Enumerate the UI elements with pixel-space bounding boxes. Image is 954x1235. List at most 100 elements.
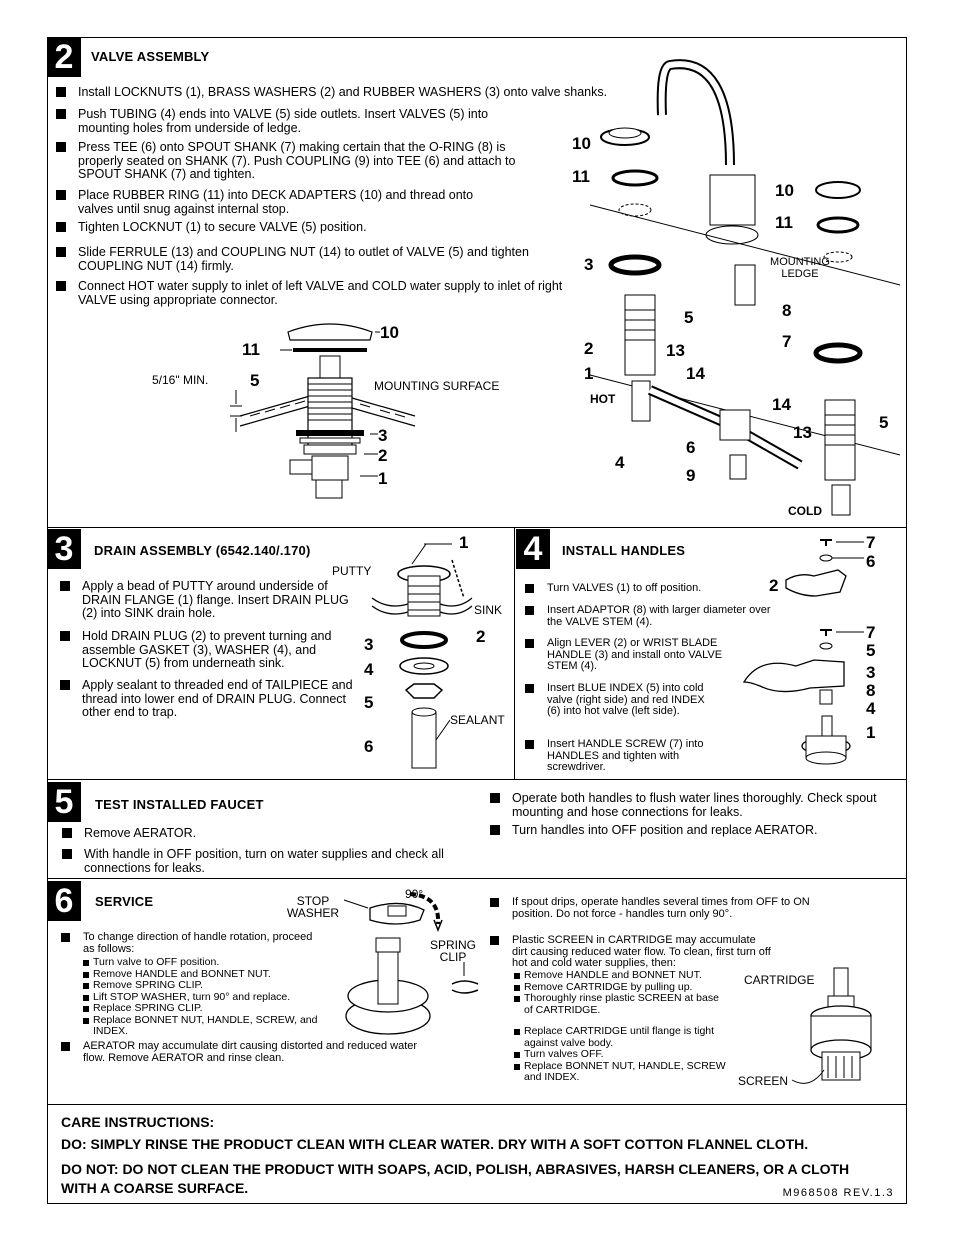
instruction: With handle in OFF position, turn on wat… [62, 847, 464, 875]
part-number: 7 [782, 332, 792, 351]
part-number: 1 [378, 469, 388, 488]
instruction: Insert BLUE INDEX (5) into cold valve (r… [525, 682, 717, 718]
part-number: 11 [242, 340, 260, 359]
section-title: SERVICE [95, 894, 154, 909]
hot-label: HOT [590, 392, 616, 406]
instruction: Press TEE (6) onto SPOUT SHANK (7) makin… [56, 140, 548, 182]
screen-steps: Replace CARTRIDGE until flange is tight … [514, 1025, 744, 1084]
divider [47, 527, 907, 528]
drain-assembly-diagram [371, 543, 473, 769]
part-number: 5 [684, 308, 694, 327]
instruction: Install LOCKNUTS (1), BRASS WASHERS (2) … [56, 85, 638, 100]
divider [47, 779, 907, 780]
part-number: 5 [250, 371, 260, 390]
instruction: Plastic SCREEN in CARTRIDGE may accumula… [490, 934, 771, 969]
valve-mounting-diagram [230, 323, 416, 499]
document-code: M968508 REV.1.3 [782, 1187, 894, 1199]
rotation-steps: Turn valve to OFF position. Remove HANDL… [83, 956, 333, 1038]
screen-steps: Remove HANDLE and BONNET NUT. Remove CAR… [514, 969, 724, 1016]
mounting-ledge-label: MOUNTING LEDGE [770, 256, 830, 280]
divider [47, 1104, 907, 1105]
part-number: 5 [879, 413, 889, 432]
part-number: 1 [584, 364, 594, 383]
part-number: 6 [866, 552, 876, 571]
instruction: If spout drips, operate handles several … [490, 896, 852, 920]
part-number: 10 [572, 134, 591, 153]
part-number: 9 [686, 466, 696, 485]
sink-label: SINK [474, 603, 503, 617]
section-title: INSTALL HANDLES [562, 543, 686, 558]
instruction: Apply a bead of PUTTY around underside o… [60, 579, 354, 621]
part-number: 7 [866, 623, 876, 642]
part-number: 3 [866, 663, 876, 682]
screen-step: Thoroughly rinse plastic SCREEN at base … [514, 992, 724, 1016]
part-number: 10 [380, 323, 399, 342]
cold-label: COLD [788, 504, 822, 518]
instruction: Push TUBING (4) ends into VALVE (5) side… [56, 107, 508, 135]
part-number: 11 [572, 167, 590, 186]
part-number: 14 [686, 364, 705, 383]
part-number: 6 [686, 438, 696, 457]
section-title: VALVE ASSEMBLY [91, 49, 210, 64]
degree-label: 90° [405, 887, 424, 901]
part-number: 2 [378, 446, 388, 465]
screen-step: Replace BONNET NUT, HANDLE, SCREW and IN… [514, 1060, 744, 1084]
handle-assembly-diagram [742, 539, 864, 765]
instruction: To change direction of handle rotation, … [61, 931, 313, 955]
part-number: 1 [866, 723, 876, 742]
part-number: 2 [476, 627, 486, 646]
screen-step: Remove HANDLE and BONNET NUT. [514, 969, 724, 982]
part-number: 5 [866, 641, 876, 660]
part-number: 4 [364, 660, 374, 679]
rotation-step: Replace BONNET NUT, HANDLE, SCREW, and I… [83, 1014, 333, 1038]
instruction: Operate both handles to flush water line… [490, 791, 892, 819]
section-title: TEST INSTALLED FAUCET [95, 797, 264, 812]
instruction: Connect HOT water supply to inlet of lef… [56, 279, 568, 307]
part-number: 13 [666, 341, 685, 360]
divider [47, 878, 907, 879]
section-number: 2 [47, 37, 81, 77]
instruction: Align LEVER (2) or WRIST BLADE HANDLE (3… [525, 637, 747, 673]
rotation-step: Remove SPRING CLIP. [83, 979, 333, 992]
spring-clip-label: SPRING CLIP [429, 938, 476, 964]
instruction: Insert HANDLE SCREW (7) into HANDLES and… [525, 738, 727, 774]
part-number: 3 [364, 635, 374, 654]
instruction: AERATOR may accumulate dirt causing dist… [61, 1040, 423, 1064]
section-number: 5 [47, 782, 81, 822]
part-number: 8 [866, 681, 876, 700]
part-number: 3 [378, 426, 388, 445]
part-number: 4 [866, 699, 876, 718]
screen-step: Replace CARTRIDGE until flange is tight … [514, 1025, 744, 1049]
cartridge-diagram [791, 967, 872, 1084]
stop-washer-label: STOP WASHER [286, 894, 340, 920]
part-number: 1 [459, 533, 469, 552]
care-do: DO: SIMPLY RINSE THE PRODUCT CLEAN WITH … [61, 1136, 809, 1152]
instruction: Tighten LOCKNUT (1) to secure VALVE (5) … [56, 220, 508, 235]
part-number: 10 [775, 181, 794, 200]
section-number: 3 [47, 529, 81, 569]
rotation-step: Lift STOP WASHER, turn 90° and replace. [83, 991, 333, 1004]
part-number: 2 [584, 339, 594, 358]
cartridge-label: CARTRIDGE [744, 973, 815, 987]
section-number: 6 [47, 881, 81, 921]
instruction: Remove AERATOR. [62, 826, 464, 841]
putty-label: PUTTY [332, 564, 372, 578]
document-frame [47, 37, 907, 1204]
care-heading: CARE INSTRUCTIONS: [61, 1114, 215, 1130]
part-number: 6 [364, 737, 374, 756]
part-number: 8 [782, 301, 792, 320]
rotation-step: Replace SPRING CLIP. [83, 1002, 333, 1015]
dimension-label: 5/16" MIN. [152, 373, 209, 387]
instruction: Apply sealant to threaded end of TAILPIE… [60, 678, 353, 719]
instruction: Turn VALVES (1) to off position. [525, 582, 777, 595]
part-number: 14 [772, 395, 791, 414]
section-number: 4 [516, 529, 550, 569]
faucet-exploded-diagram [589, 59, 901, 516]
part-number: 2 [769, 576, 779, 595]
rotation-step: Turn valve to OFF position. [83, 956, 333, 969]
screen-step: Turn valves OFF. [514, 1048, 744, 1061]
mounting-surface-label: MOUNTING SURFACE [374, 379, 500, 393]
part-number: 11 [775, 213, 793, 232]
instruction: Hold DRAIN PLUG (2) to prevent turning a… [60, 629, 354, 671]
rotation-step: Remove HANDLE and BONNET NUT. [83, 968, 333, 981]
